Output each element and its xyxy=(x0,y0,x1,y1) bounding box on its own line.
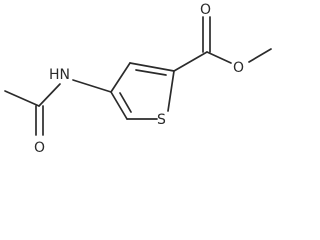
bond-amide-c-methyl xyxy=(4,90,40,107)
atom-label-nh: HN xyxy=(49,67,70,83)
bond-c4-n xyxy=(72,79,112,93)
bond-carbonyl-c-ester-o xyxy=(206,51,232,64)
bond-c2-carbonyl-c xyxy=(173,51,208,72)
bond-c4-c5 xyxy=(110,91,128,120)
atom-label-ester-oxygen: O xyxy=(233,60,244,76)
molecule-drawing: HN S O O O xyxy=(4,2,272,156)
atom-label-sulfur: S xyxy=(157,112,166,128)
bond-c3-c2 xyxy=(129,62,175,72)
atom-label-carbonyl-oxygen: O xyxy=(200,2,211,18)
double-bond-inner-c4-c5 xyxy=(119,92,132,113)
bond-c2-s xyxy=(167,70,175,112)
bond-c3-c4 xyxy=(110,62,131,93)
chemical-structure-canvas: HN S O O O xyxy=(4,2,272,156)
bond-ester-o-methyl xyxy=(248,48,272,63)
atom-label-acetyl-oxygen: O xyxy=(34,140,45,156)
double-bond-inner-c3-c2 xyxy=(135,69,167,76)
bond-n-amide-c xyxy=(38,83,61,107)
